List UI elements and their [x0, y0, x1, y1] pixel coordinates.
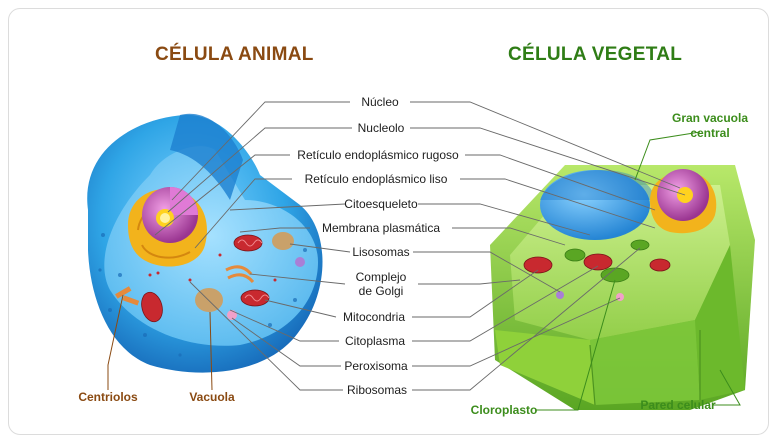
label-lisosomas: Lisosomas [352, 245, 409, 259]
animal-cell-illustration [87, 114, 322, 373]
label-gran-vacuola-line2: central [690, 126, 729, 140]
label-pared-celular: Pared celular [640, 398, 716, 412]
plant-cell-title: CÉLULA VEGETAL [508, 43, 682, 65]
plant-cell-illustration [490, 165, 755, 410]
label-citoplasma: Citoplasma [345, 334, 405, 348]
label-ribosomas: Ribosomas [347, 383, 407, 397]
label-mitocondria: Mitocondria [343, 310, 405, 324]
label-cloroplasto: Cloroplasto [471, 403, 538, 417]
label-reticulo-rugoso: Retículo endoplásmico rugoso [297, 148, 459, 162]
label-nucleo: Núcleo [361, 95, 399, 109]
label-reticulo-liso: Retículo endoplásmico liso [305, 172, 448, 186]
label-peroxisoma: Peroxisoma [344, 359, 408, 373]
label-golgi-line1: Complejo [356, 270, 407, 284]
label-vacuola: Vacuola [189, 390, 235, 404]
label-nucleolo: Nucleolo [358, 121, 405, 135]
animal-cell-title: CÉLULA ANIMAL [155, 43, 314, 65]
label-gran-vacuola-line1: Gran vacuola [672, 111, 748, 125]
label-centriolos: Centriolos [78, 390, 138, 404]
label-golgi-line2: de Golgi [359, 284, 404, 298]
label-membrana: Membrana plasmática [322, 221, 440, 235]
label-citoesqueleto: Citoesqueleto [344, 197, 418, 211]
